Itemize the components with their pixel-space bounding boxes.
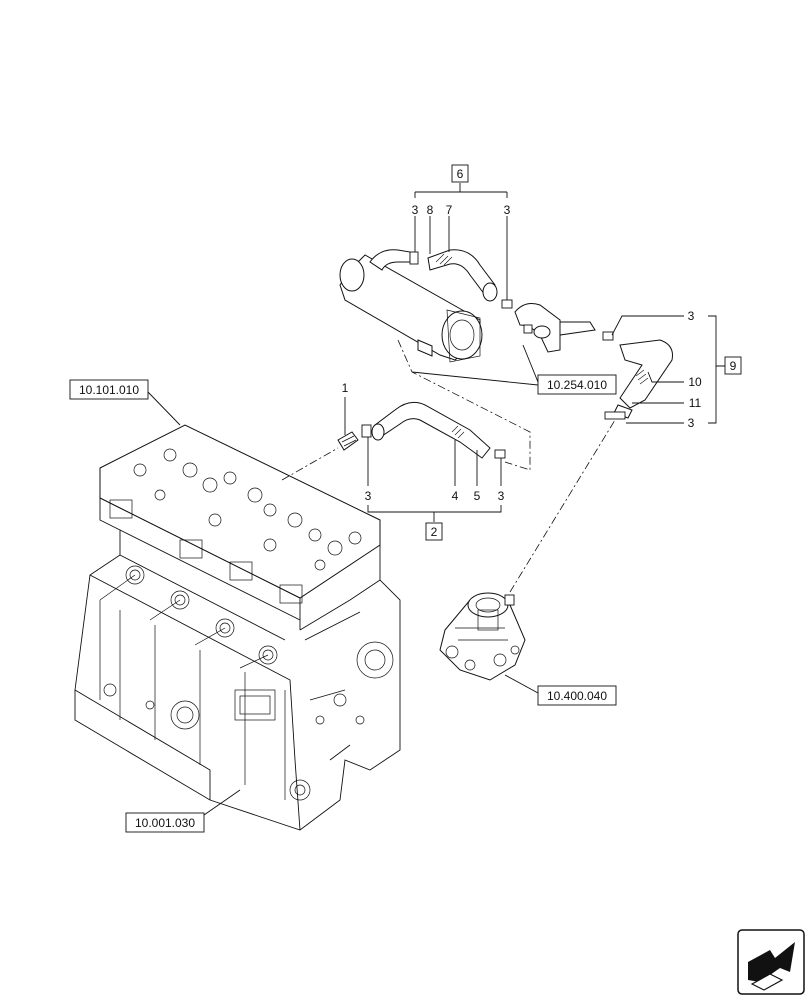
callout-4: 4 (452, 489, 459, 503)
reference-box-10-101-010[interactable]: 10.101.010 (69, 379, 149, 400)
group-label: 2 (431, 525, 438, 539)
next-page-arrow-icon[interactable] (737, 929, 805, 995)
callout-numbers: 3 8 7 3 3 10 11 3 1 3 4 5 3 (342, 203, 702, 503)
egr-cooler-drawing (339, 249, 614, 363)
reference-box-10-254-010[interactable]: 10.254.010 (537, 374, 617, 395)
callout-11: 11 (689, 396, 702, 410)
group-box-9: 9 (724, 356, 742, 375)
connection-lines (281, 339, 616, 593)
group-label: 6 (457, 167, 464, 181)
callout-5: 5 (474, 489, 481, 503)
reference-label: 10.101.010 (79, 383, 139, 397)
callout-10: 10 (688, 375, 702, 389)
group-box-2: 2 (425, 522, 443, 541)
reference-label: 10.001.030 (135, 816, 195, 830)
group-label: 9 (730, 359, 737, 373)
reference-box-10-001-030[interactable]: 10.001.030 (125, 812, 205, 833)
reference-label: 10.254.010 (547, 378, 607, 392)
callout-1: 1 (342, 381, 349, 395)
group-box-6: 6 (451, 164, 469, 183)
coolant-hose-drawing (337, 401, 506, 459)
callout-7: 7 (446, 203, 453, 217)
callout-3: 3 (412, 203, 419, 217)
callout-3: 3 (365, 489, 372, 503)
engine-block-drawing (74, 424, 401, 831)
bypass-hose-drawing (604, 339, 673, 420)
callout-3: 3 (504, 203, 511, 217)
reference-label: 10.400.040 (547, 689, 607, 703)
callout-8: 8 (427, 203, 434, 217)
callout-3: 3 (498, 489, 505, 503)
leader-lines (147, 183, 725, 816)
thermostat-housing-drawing (439, 592, 526, 681)
callout-3: 3 (688, 309, 695, 323)
callout-3: 3 (688, 416, 695, 430)
reference-box-10-400-040[interactable]: 10.400.040 (537, 685, 617, 706)
